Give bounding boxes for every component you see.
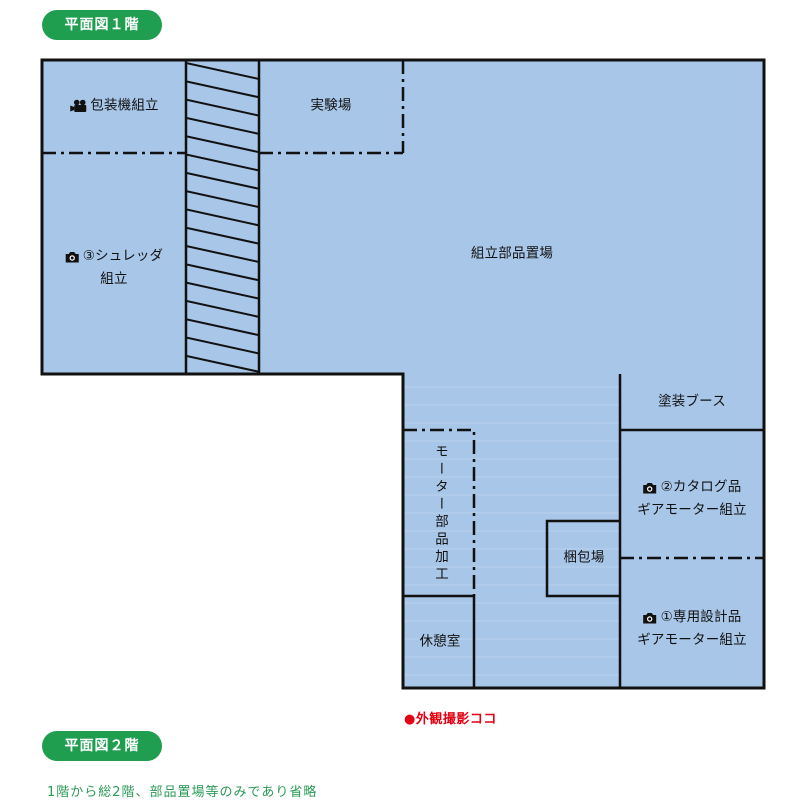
exterior-photo-marker: ●外観撮影ココ	[404, 712, 497, 727]
room-packing: 梱包場	[563, 549, 605, 566]
video-camera-icon	[69, 99, 87, 113]
outer-wall	[40, 58, 766, 690]
wall-break-room	[403, 594, 476, 688]
stair-tread-line	[186, 190, 259, 209]
floor2-badge: 平面図２階	[42, 731, 162, 761]
stair-tread-line	[186, 62, 259, 80]
stair-tread-line	[186, 171, 259, 190]
stair-tread-line	[186, 153, 259, 172]
room-catalog-gear-assembly: ②カタログ品 ギアモーター組立	[637, 476, 747, 522]
room-parts-storage: 組立部品置場	[470, 245, 554, 262]
stair-tread-line	[186, 263, 259, 282]
stair-tread-line	[186, 336, 259, 355]
floor-texture	[404, 375, 619, 687]
room-label-line1: ①専用設計品	[660, 609, 742, 625]
camera-icon	[643, 482, 658, 494]
staircase	[186, 62, 259, 373]
floor2-note: 1階から総2階、部品置場等のみであり省略	[47, 785, 318, 800]
room-shredder: ③シュレッダ 組立	[65, 245, 164, 291]
room-label-line2: ギアモーター組立	[637, 502, 747, 518]
room-lab: 実験場	[310, 97, 352, 114]
room-packaging: 包装機組立	[69, 95, 159, 118]
camera-icon	[643, 612, 658, 624]
stair-tread-line	[186, 354, 259, 373]
wall-packing	[545, 519, 620, 598]
room-label-line2: ギアモーター組立	[637, 632, 747, 648]
room-paint-booth: 塗装ブース	[658, 393, 726, 410]
room-label-line1: ③シュレッダ	[82, 248, 164, 264]
room-label-line2: 組立	[100, 271, 128, 287]
partition-motor-parts	[403, 428, 476, 596]
room-label-line1: ②カタログ品	[660, 479, 742, 495]
stair-tread-line	[186, 299, 259, 318]
room-break-room: 休憩室	[419, 633, 461, 650]
stair-tread-line	[186, 116, 259, 135]
room-label: 包装機組立	[90, 97, 159, 114]
stair-tread-line	[186, 208, 259, 227]
camera-icon	[65, 251, 80, 263]
stair-tread-line	[186, 80, 259, 99]
stair-tread-line	[186, 98, 259, 117]
stair-tread-line	[186, 245, 259, 263]
room-motor-parts: モーター部品加工	[432, 444, 448, 584]
floor1-badge: 平面図１階	[42, 10, 162, 40]
stair-tread-line	[186, 226, 259, 245]
stair-tread-line	[186, 135, 259, 154]
stair-tread-line	[186, 318, 259, 337]
room-custom-gear-assembly: ①専用設計品 ギアモーター組立	[637, 606, 747, 652]
stair-tread-line	[186, 281, 259, 300]
